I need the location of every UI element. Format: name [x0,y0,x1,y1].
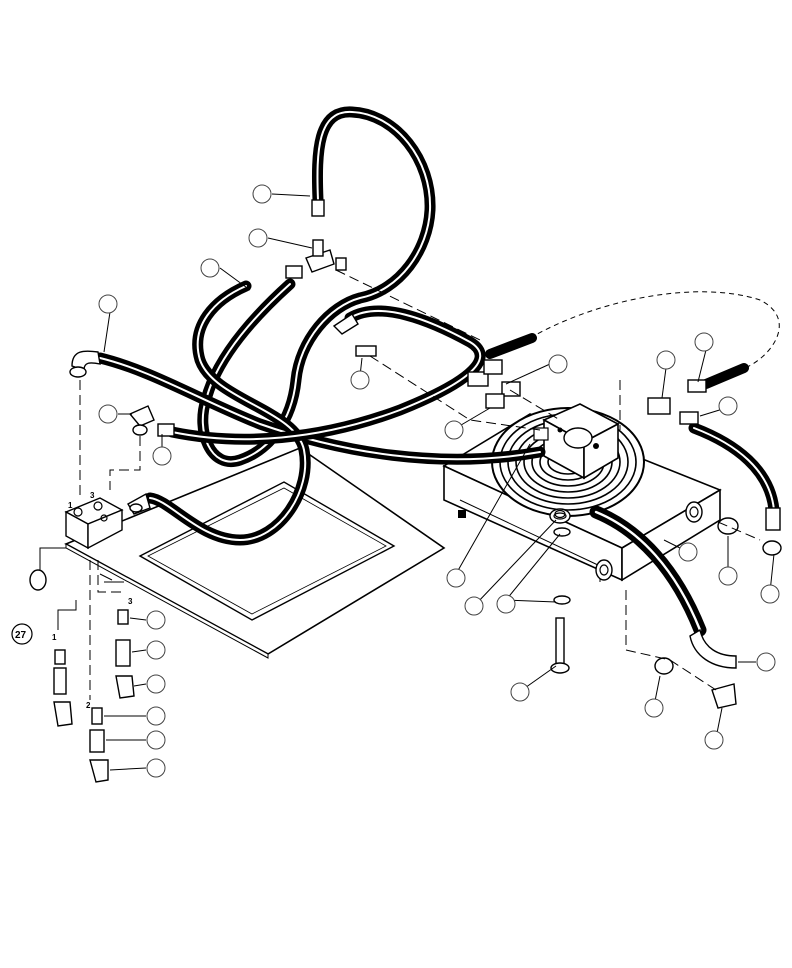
base-plate [64,447,446,659]
callout-bubble [200,258,220,278]
callout-bubble [656,350,676,370]
callout-bubble [756,652,776,672]
callout-bubble [704,730,724,750]
callout-bubble [718,566,738,586]
callout-bubble [146,758,166,778]
callout-bubble [146,610,166,630]
port-label-1: 1 [68,501,73,510]
assembly-lines [79,269,780,700]
port-label-3: 3 [90,491,95,500]
callout-bubble [510,682,530,702]
callout-bubble [252,184,272,204]
oil-cooler-assembly [442,403,722,582]
callout-bubble [146,640,166,660]
fittings: 1 3 2 [29,199,782,783]
manifold-block: 1 3 [64,491,124,550]
port-label-stack-1: 1 [52,633,57,642]
callout-bubble [98,404,118,424]
callout-bubble [146,706,166,726]
port-label-stack-3: 3 [128,597,133,606]
callout-bubble [694,332,714,352]
callout-27: 27 [11,623,33,645]
callout-bubble [496,594,516,614]
callout-bubbles [98,184,780,778]
callout-bubble [444,420,464,440]
callout-27-label: 27 [15,630,27,641]
callout-bubble [678,542,698,562]
port-label-stack-2: 2 [86,701,91,710]
callout-bubble [248,228,268,248]
callout-bubble [146,674,166,694]
callout-bubble [464,596,484,616]
callout-bubble [760,584,780,604]
callout-bubble [548,354,568,374]
callout-bubble [350,370,370,390]
callout-bubble [644,698,664,718]
callout-bubble [98,294,118,314]
callout-bubble [718,396,738,416]
callout-bubble [446,568,466,588]
callout-bubble [152,446,172,466]
callout-bubble [146,730,166,750]
hydraulic-hoses [94,106,780,637]
